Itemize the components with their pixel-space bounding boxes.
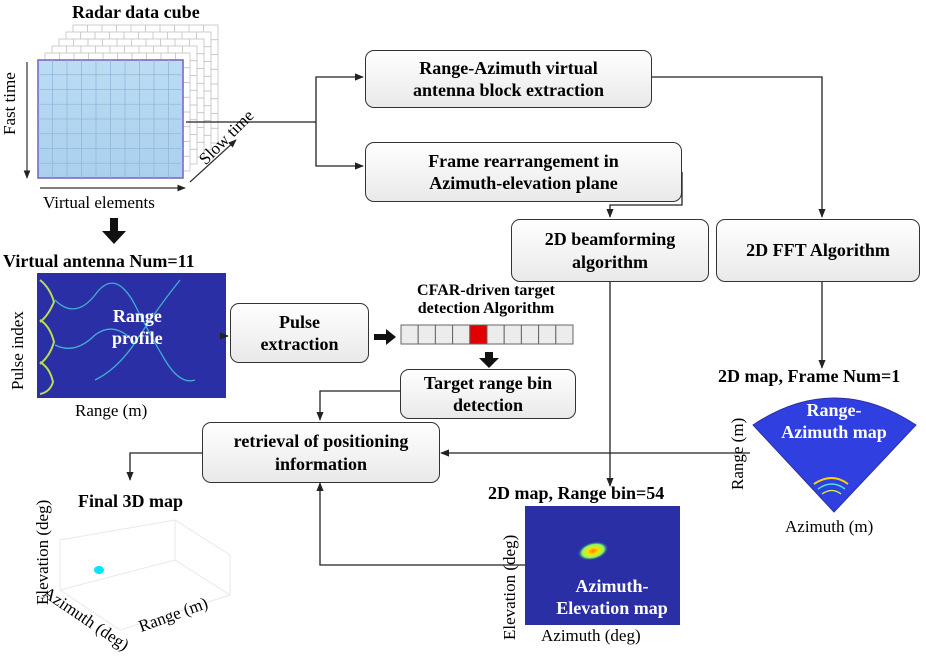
cfar-cell [520,324,540,345]
cfar-cell [452,324,471,345]
ae-map-ylabel: Elevation (deg) [500,534,519,640]
branch-to-frame-rearrange [315,122,364,170]
ae-map-title: 2D map, Range bin=54 [488,483,665,503]
pulse-index-label: Pulse index [8,311,27,390]
cfar-cell [486,324,505,345]
azimuth-elevation-map-image [525,506,680,625]
range-profile-inner-label: Range profile [112,306,163,348]
ae-map-inner-label: Azimuth- Elevation map [556,576,668,618]
ra-map-title: 2D map, Frame Num=1 [718,366,901,386]
radar-data-cube [23,24,237,192]
range-axis-label: Range (m) [75,401,148,420]
target-range-bin-box: Target range bin detection [400,369,576,419]
frame-rearrangement-box: Frame rearrangement in Azimuth-elevation… [365,142,682,202]
cfar-cell [555,324,574,345]
cfar-cell-under-test [469,324,488,345]
cfar-cell-strip [400,324,574,345]
range-profile-title: Virtual antenna Num=11 [3,251,195,271]
ra-map-ylabel: Range (m) [728,417,747,490]
ae-map-xlabel: Azimuth (deg) [541,626,641,645]
pulse-to-cfar-arrow [374,329,396,345]
beamforming-box: 2D beamforming algorithm [511,219,709,282]
ra-map-xlabel: Azimuth (m) [785,517,874,536]
cfar-down-arrow [479,352,499,368]
ra-map-inner-label: Range- Azimuth map [781,400,887,442]
virtual-elements-label: Virtual elements [43,193,155,212]
retrieval-positioning-box: retrieval of positioning information [202,422,440,483]
range-azimuth-map-image [752,389,917,515]
cube-front-grid [38,60,183,178]
cfar-title: CFAR-driven target detection Algorithm [417,282,555,318]
final-map-title: Final 3D map [78,491,184,511]
target-bin-to-retrieval [316,390,400,421]
frame-to-beamforming [606,172,683,218]
range-azimuth-extraction-box: Range-Azimuth virtual antenna block extr… [365,50,652,108]
fft-algorithm-box: 2D FFT Algorithm [716,219,920,282]
final-3d-map-image [59,519,231,631]
cube-title: Radar data cube [72,2,200,22]
target-point [94,566,104,574]
range-azimuth-to-fft [652,76,826,218]
ae-map-to-retrieval [316,482,525,566]
cfar-cell [417,324,436,345]
slow-time-axis [189,139,237,183]
cfar-cell [400,324,419,345]
pulse-extraction-box: Pulse extraction [230,303,369,363]
cfar-cell [538,324,557,345]
range-profile-image [37,273,226,398]
retrieval-to-final [126,452,202,481]
fast-time-label: Fast time [0,72,19,135]
branch-to-range-azimuth [315,73,364,122]
cfar-cell [503,324,522,345]
cube-down-arrow [102,218,126,244]
cfar-cell [434,324,454,345]
